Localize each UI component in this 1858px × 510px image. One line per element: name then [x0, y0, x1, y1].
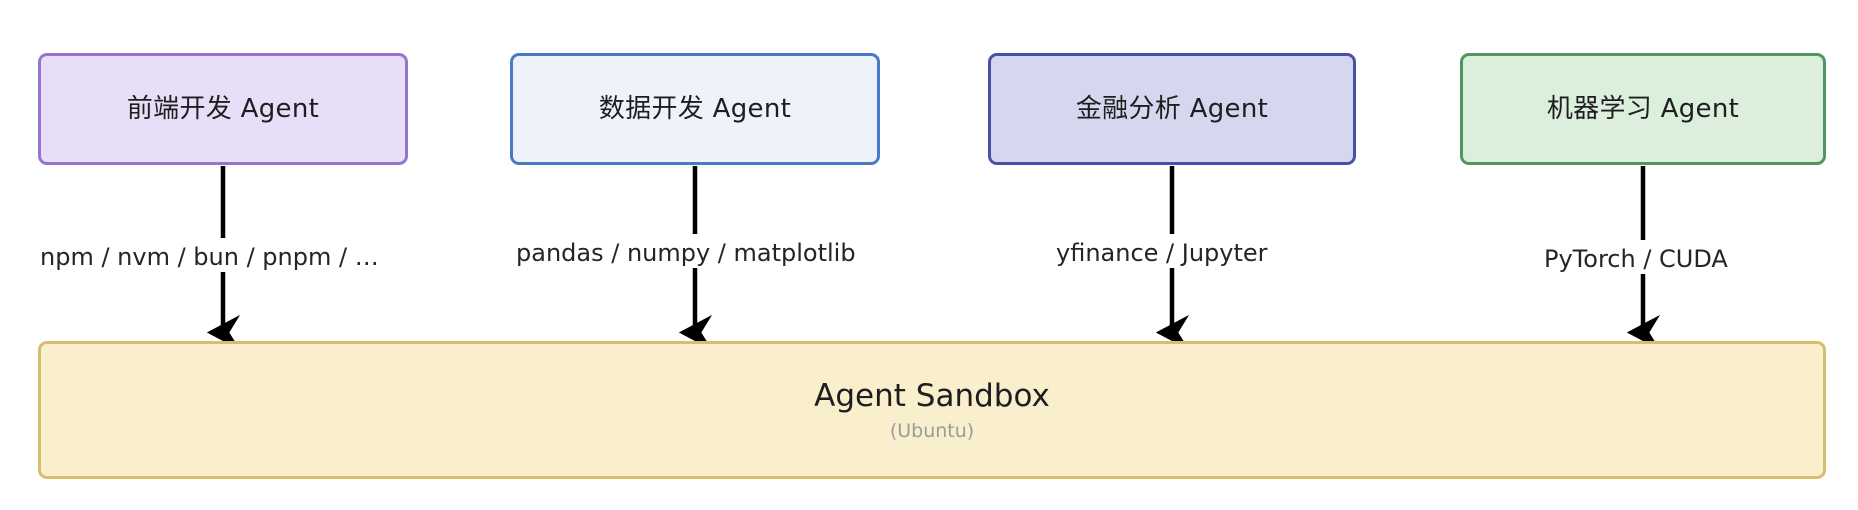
node-agent-sandbox[interactable]: Agent Sandbox (Ubuntu) — [38, 341, 1826, 479]
node-frontend-agent[interactable]: 前端开发 Agent — [38, 53, 408, 165]
edge-label-ml: PyTorch / CUDA — [1540, 245, 1732, 273]
node-finance-agent[interactable]: 金融分析 Agent — [988, 53, 1356, 165]
node-ml-agent-label: 机器学习 Agent — [1546, 94, 1740, 124]
agent-sandbox-subtitle: (Ubuntu) — [889, 419, 975, 442]
edge-label-finance: yfinance / Jupyter — [1052, 239, 1272, 267]
edge-label-data: pandas / numpy / matplotlib — [512, 239, 860, 267]
agent-sandbox-title: Agent Sandbox — [814, 377, 1050, 414]
node-frontend-agent-label: 前端开发 Agent — [126, 94, 320, 124]
node-ml-agent[interactable]: 机器学习 Agent — [1460, 53, 1826, 165]
node-finance-agent-label: 金融分析 Agent — [1075, 94, 1269, 124]
node-data-agent[interactable]: 数据开发 Agent — [510, 53, 880, 165]
edge-label-frontend: npm / nvm / bun / pnpm / … — [36, 243, 383, 271]
node-data-agent-label: 数据开发 Agent — [598, 94, 792, 124]
